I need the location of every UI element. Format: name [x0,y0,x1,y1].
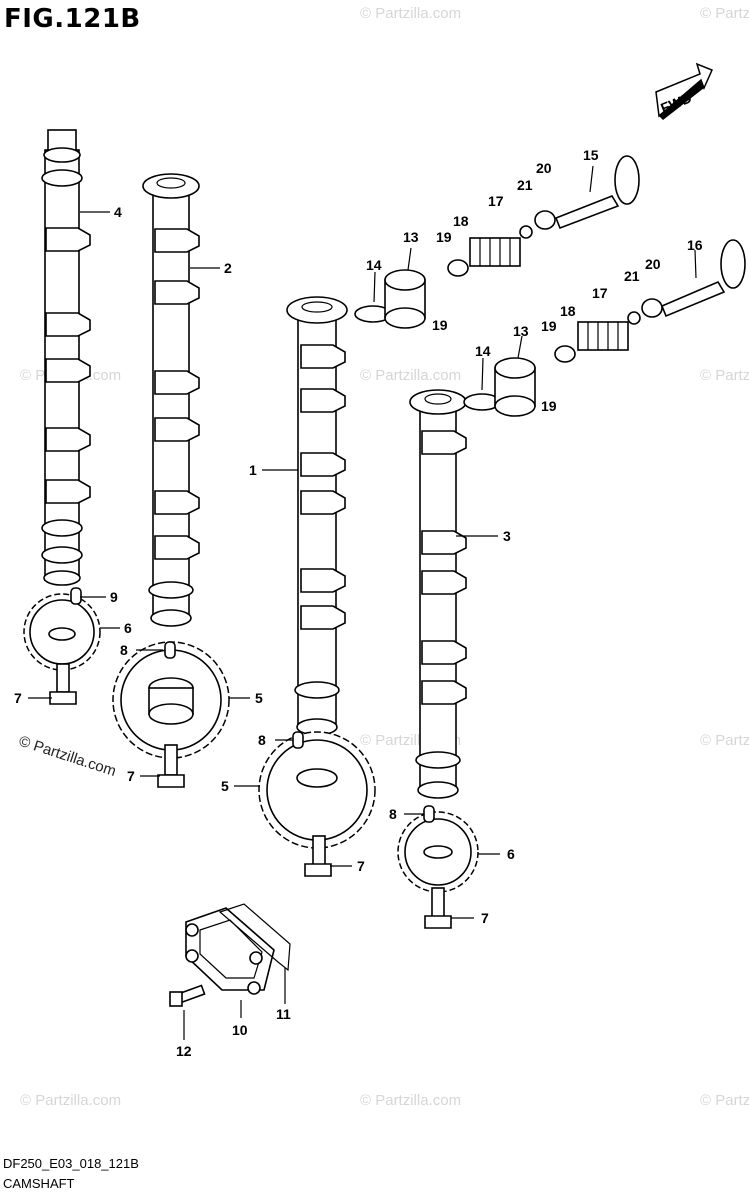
callout-11: 11 [276,1006,291,1022]
fwd-arrow-icon: FWD [655,62,714,120]
sprocket-5-left [112,641,230,759]
seal-20 [534,210,556,230]
cover-plate-10 [185,907,275,995]
sprocket-5-center [258,731,376,849]
spring-seat-18 [554,345,576,363]
watermark-text: © Partzilla.com [700,732,749,749]
callout-16: 16 [687,237,703,253]
footer-diagram-name: CAMSHAFT [3,1176,75,1191]
watermark-text: © Partzilla.com [700,367,749,384]
dowel-pin-8 [164,641,176,659]
watermark-text: © Partzilla.com [700,5,749,22]
callout-20: 20 [645,256,661,272]
dowel-pin-8 [292,731,304,749]
callout-14: 14 [366,257,382,273]
callout-18: 18 [560,303,576,319]
spring-seat-18 [447,259,469,277]
footer-diagram-code: DF250_E03_018_121B [3,1156,139,1171]
valve-train-lower [463,239,746,417]
sprocket-6-right [397,811,479,893]
retainer-21 [627,311,641,325]
callout-18: 18 [453,213,469,229]
watermark-text: © Partzilla.com [360,367,461,384]
callout-19: 19 [436,229,452,245]
callout-6: 6 [124,620,132,636]
callout-8: 8 [389,806,397,822]
leader-lines [28,165,697,1040]
dowel-pin-8 [423,805,435,823]
callout-17: 17 [592,285,608,301]
callout-21: 21 [624,268,640,284]
callout-17: 17 [488,193,504,209]
spring-17 [469,237,521,267]
figure-title: FIG.121B [4,4,141,34]
bolt-7 [424,887,452,929]
watermark-text: © Partzilla.com [360,5,461,22]
callout-10: 10 [232,1022,248,1038]
watermarks: © Partzilla.com © Partzilla.com © Partzi… [17,5,749,1109]
dowel-pin-9 [70,587,82,605]
callout-2: 2 [224,260,232,276]
callout-15: 15 [583,147,599,163]
callout-3: 3 [503,528,511,544]
callout-8: 8 [120,642,128,658]
bolt-12 [169,984,206,1007]
watermark-text: © Partzilla.com [20,1092,121,1109]
callout-7: 7 [481,910,489,926]
callout-7: 7 [357,858,365,874]
callout-13: 13 [403,229,419,245]
callout-13: 13 [513,323,529,339]
callout-14: 14 [475,343,491,359]
callout-5: 5 [221,778,229,794]
callout-9: 9 [110,589,118,605]
sprocket-6-left [23,593,101,671]
callout-19: 19 [541,318,557,334]
callout-21: 21 [517,177,533,193]
watermark-text: © Partzilla.com [360,1092,461,1109]
camshaft-3 [409,389,467,799]
bolt-7 [304,835,332,877]
callout-19: 19 [432,317,448,333]
callout-12: 12 [176,1043,192,1059]
seal-20 [641,298,663,318]
gasket-11 [218,903,291,972]
valve-15 [554,195,620,230]
valve-16 [660,280,726,318]
watermark-text: © Partzilla.com [700,1092,749,1109]
callout-labels: 4 2 1 3 9 6 8 7 5 8 7 5 8 6 7 7 10 11 12… [14,147,703,1059]
camshaft-2 [142,173,200,627]
callout-8: 8 [258,732,266,748]
callout-7: 7 [127,768,135,784]
callout-6: 6 [507,846,515,862]
callout-20: 20 [536,160,552,176]
valve-train-upper [354,155,640,329]
bolt-7 [157,744,185,788]
callout-5: 5 [255,690,263,706]
bolt-7 [49,663,77,705]
watermark-text: © Partzilla.com [17,733,118,780]
callout-19: 19 [541,398,557,414]
callout-7: 7 [14,690,22,706]
callout-4: 4 [114,204,122,220]
retainer-21 [519,225,533,239]
camshaft-4 [41,129,91,586]
callout-1: 1 [249,462,257,478]
camshaft-1 [286,296,348,736]
spring-17 [577,321,629,351]
